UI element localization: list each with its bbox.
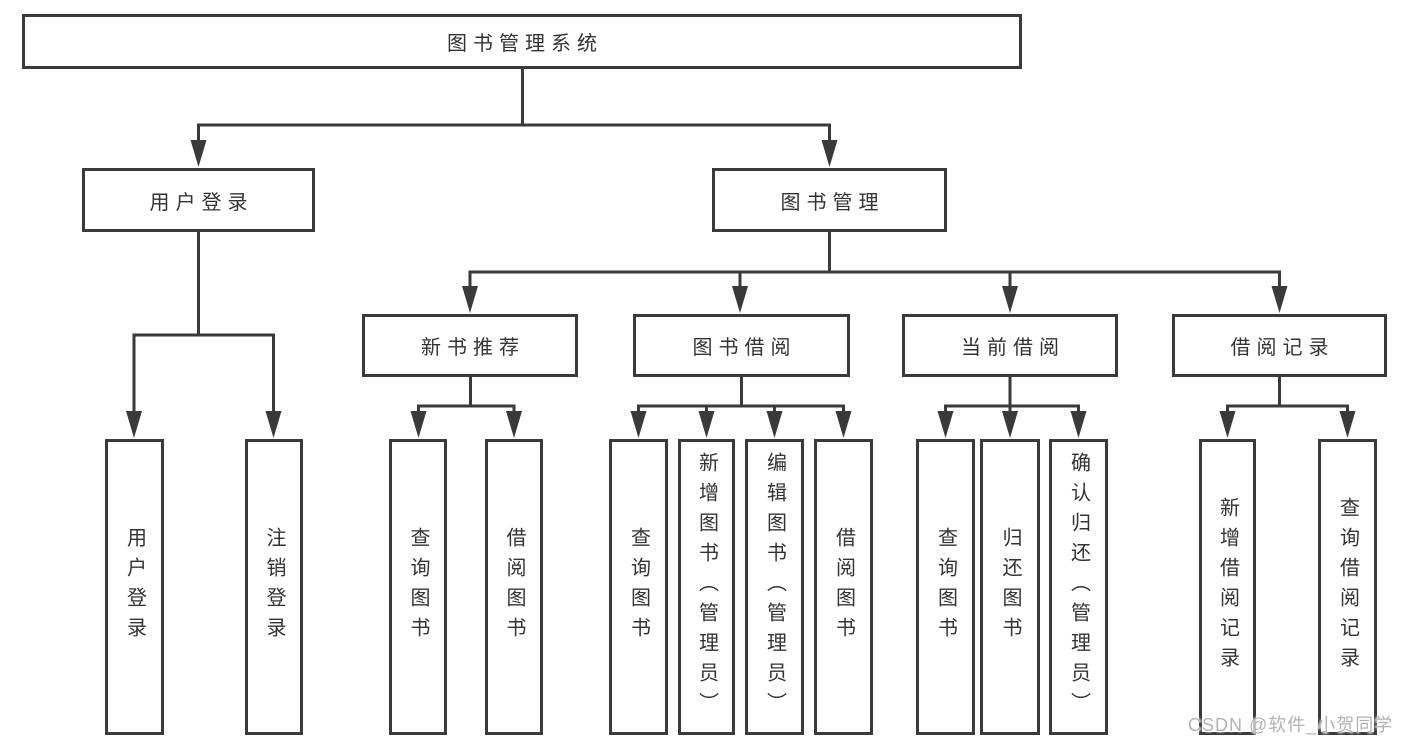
leaf-return-books: 归还图书 (980, 439, 1040, 735)
watermark: CSDN @软件_小贺同学 (1188, 715, 1394, 735)
leaf-user-login: 用户登录 (105, 439, 164, 735)
leaf-add-book-admin: 新增图书（管理员） (678, 439, 735, 735)
leaf-borrow-books-borrowing: 借阅图书 (814, 439, 873, 735)
leaf-borrow-books-recommend: 借阅图书 (485, 439, 543, 735)
leaf-query-borrow-record: 查询借阅记录 (1318, 439, 1377, 735)
node-current-borrowing: 当前借阅 (902, 314, 1118, 377)
node-book-borrowing: 图书借阅 (633, 314, 850, 377)
node-library-management-system: 图书管理系统 (22, 14, 1022, 69)
leaf-query-books-borrowing: 查询图书 (609, 439, 668, 735)
leaf-edit-book-admin: 编辑图书（管理员） (745, 439, 804, 735)
leaf-add-borrow-record: 新增借阅记录 (1199, 439, 1256, 735)
leaf-query-books-recommend: 查询图书 (389, 439, 447, 735)
node-borrowing-records: 借阅记录 (1172, 314, 1387, 377)
leaf-logout: 注销登录 (245, 439, 303, 735)
leaf-confirm-return-admin: 确认归还（管理员） (1049, 439, 1108, 735)
leaf-query-books-current: 查询图书 (916, 439, 975, 735)
node-book-management: 图书管理 (712, 168, 947, 232)
node-new-book-recommendation: 新书推荐 (362, 314, 578, 377)
node-user-login: 用户登录 (82, 168, 315, 232)
